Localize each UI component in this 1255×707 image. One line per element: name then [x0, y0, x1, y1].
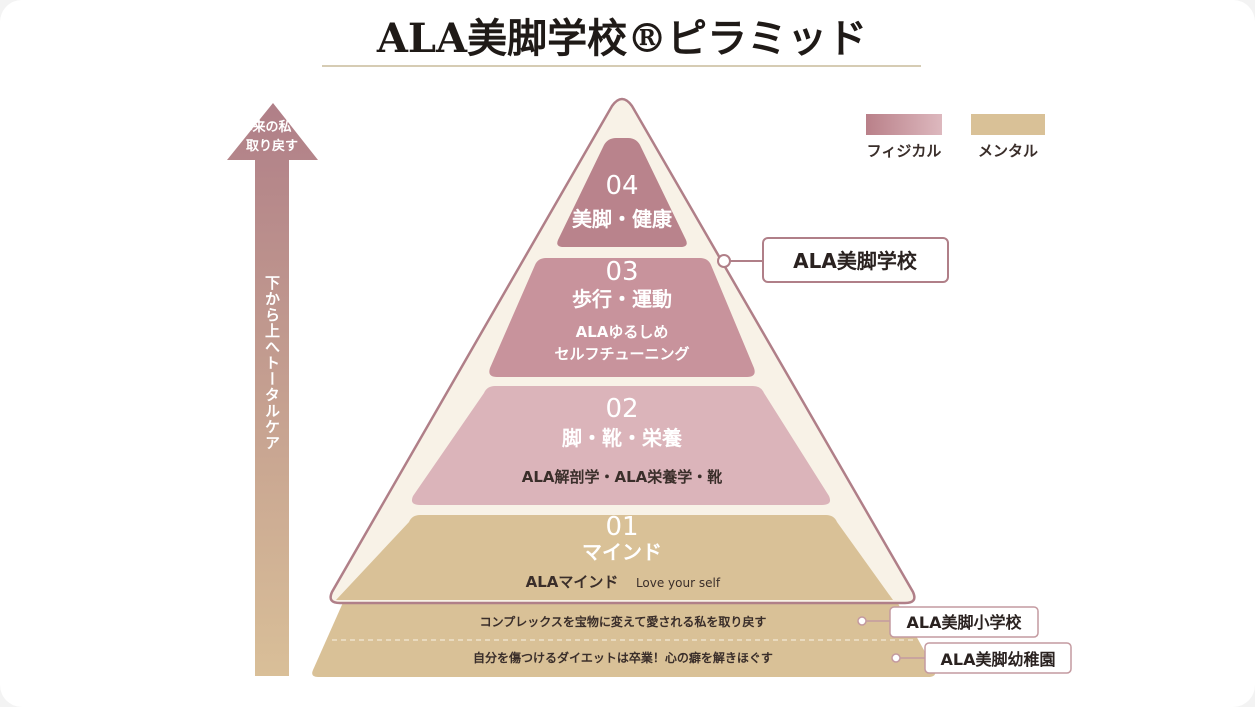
- level-02-heading: 脚・靴・栄養: [562, 426, 683, 450]
- level-02: 02 脚・靴・栄養 ALA解剖学・ALA栄養学・靴: [411, 386, 831, 505]
- progress-arrow: 本来の私を 取り戻す 下から上へトータルケア: [227, 103, 318, 676]
- legend-label-physical: フィジカル: [867, 142, 942, 160]
- arrow-top-line1: 本来の私を: [239, 119, 304, 135]
- level-04-number: 04: [605, 171, 638, 201]
- level-01-number: 01: [605, 512, 638, 542]
- legend-swatch-mental: [971, 114, 1045, 135]
- band-kindergarten-text: 自分を傷つけるダイエットは卒業！心の癖を解きほぐす: [473, 650, 773, 665]
- school-tag: ALA美脚学校: [717, 237, 949, 283]
- legend-label-mental: メンタル: [978, 142, 1038, 160]
- foundation-bands: コンプレックスを宝物に変えて愛される私を取り戻す 自分を傷つけるダイエットは卒業…: [312, 598, 936, 677]
- level-03-number: 03: [605, 257, 638, 287]
- school-tag-label: ALA美脚学校: [793, 249, 918, 273]
- level-03: 03 歩行・運動 ALAゆるしめ セルフチューニング: [489, 257, 755, 377]
- elementary-tag: ALA美脚小学校: [857, 606, 1039, 638]
- kindergarten-tag-label: ALA美脚幼稚園: [941, 650, 1056, 669]
- band-elementary-text: コンプレックスを宝物に変えて愛される私を取り戻す: [480, 614, 767, 629]
- level-02-number: 02: [605, 394, 638, 424]
- kindergarten-tag: ALA美脚幼稚園: [891, 642, 1072, 674]
- level-03-detail: ALAゆるしめ: [576, 323, 669, 341]
- page-title: ALA美脚学校®ピラミッド: [376, 15, 867, 62]
- level-04-heading: 美脚・健康: [572, 207, 673, 231]
- legend: フィジカル メンタル: [866, 114, 1045, 160]
- arrow-top-line2: 取り戻す: [246, 138, 298, 154]
- legend-swatch-physical: [866, 114, 942, 135]
- level-04: 04 美脚・健康: [557, 138, 687, 247]
- level-01-detail-en: Love your self: [636, 576, 721, 590]
- level-01-detail: ALAマインド: [526, 573, 619, 591]
- elementary-tag-label: ALA美脚小学校: [907, 613, 1023, 632]
- level-02-detail: ALA解剖学・ALA栄養学・靴: [522, 468, 723, 486]
- level-03-detail2: セルフチューニング: [554, 345, 689, 363]
- level-01: 01 マインド ALAマインド Love your self: [336, 512, 893, 600]
- level-01-heading: マインド: [582, 540, 662, 564]
- level-03-heading: 歩行・運動: [572, 287, 672, 311]
- arrow-vertical-text: 下から上へトータルケア: [263, 275, 281, 451]
